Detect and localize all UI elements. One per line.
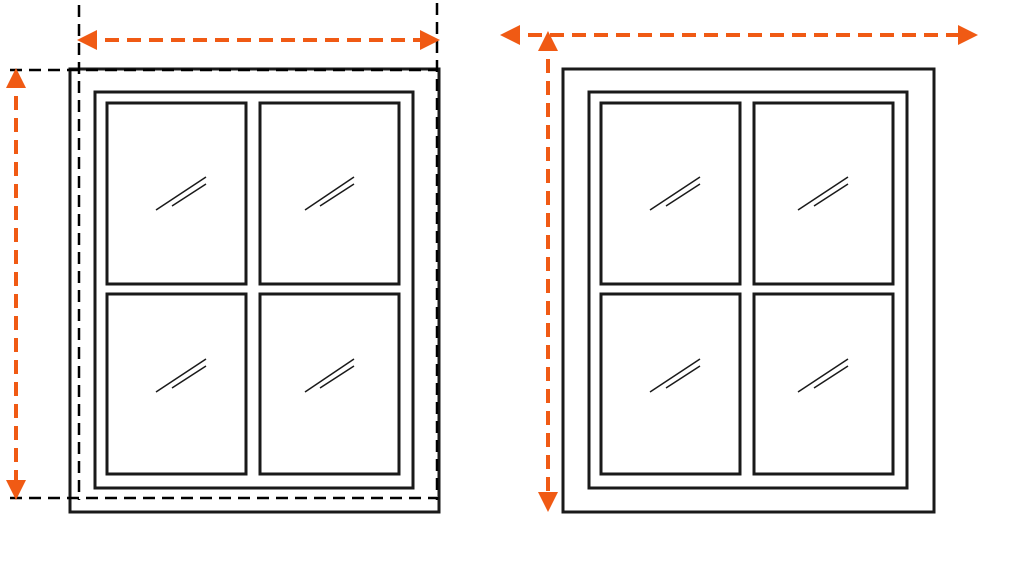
sash-frame xyxy=(93,90,415,490)
pane-top-left xyxy=(105,101,248,286)
pane-top-left xyxy=(599,101,742,286)
pane-bottom-right xyxy=(752,292,895,476)
pane-bottom-left xyxy=(105,292,248,476)
window-left xyxy=(6,3,441,514)
sash-frame xyxy=(587,90,909,490)
outer-frame xyxy=(68,67,441,514)
outer-frame xyxy=(561,67,936,514)
measurement-guide xyxy=(10,3,439,500)
pane-top-right xyxy=(258,101,401,286)
pane-bottom-right xyxy=(258,292,401,476)
pane-bottom-left xyxy=(599,292,742,476)
window-right xyxy=(500,25,978,514)
glass-reflection-icon xyxy=(155,176,355,393)
pane-top-right xyxy=(752,101,895,286)
glass-reflection-icon xyxy=(649,176,849,393)
